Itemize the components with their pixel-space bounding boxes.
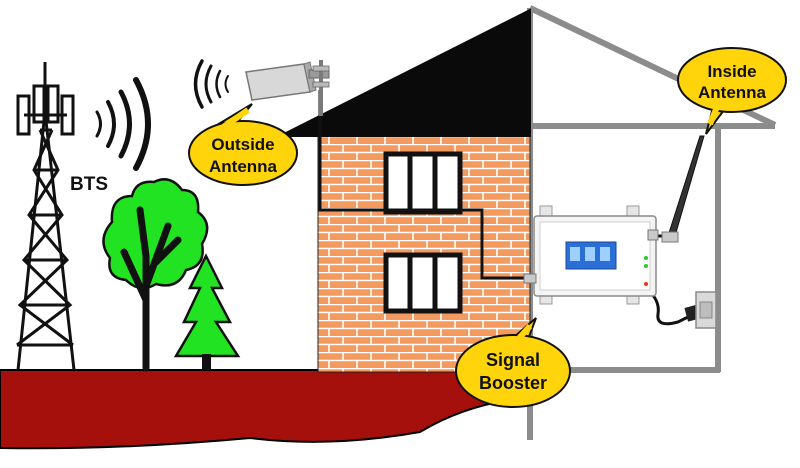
window-lower [383, 252, 463, 314]
callout-outside-antenna: Outside Antenna [188, 103, 298, 186]
signal-booster-icon [523, 205, 659, 305]
callout-inside-antenna: Inside Antenna [677, 47, 787, 135]
outdoor-cable [318, 90, 530, 280]
bts-signal-waves-icon [95, 77, 151, 171]
inside-antenna-label-line1: Inside [707, 62, 756, 81]
power-adapter-icon [684, 291, 717, 329]
tree-deciduous-icon [102, 178, 209, 372]
power-cable [648, 290, 691, 326]
tree-pine-icon [173, 253, 241, 370]
cell-tower-icon [16, 62, 76, 371]
outside-antenna-waves-icon [193, 59, 229, 109]
outside-antenna-label-line2: Antenna [209, 157, 278, 176]
ground [0, 369, 531, 450]
signal-booster-label-line1: Signal [486, 350, 540, 370]
window-upper [383, 151, 463, 215]
callout-signal-booster: Signal Booster [455, 317, 571, 408]
yagi-antenna-icon [245, 60, 330, 116]
whip-antenna-icon [661, 135, 705, 243]
bts-label: BTS [70, 174, 108, 195]
signal-booster-label-line2: Booster [479, 373, 547, 393]
inside-antenna-label-line2: Antenna [698, 83, 767, 102]
roof [279, 8, 531, 137]
outside-antenna-label-line1: Outside [211, 135, 274, 154]
